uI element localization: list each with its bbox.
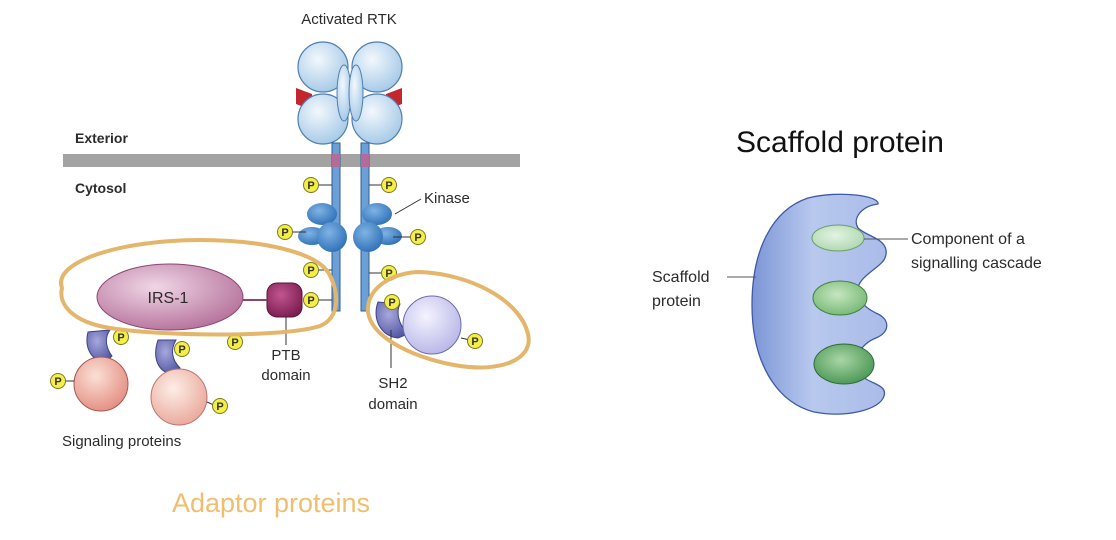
scaffold-title: Scaffold protein bbox=[736, 126, 944, 159]
phospho-p-receptor-4: P bbox=[410, 229, 426, 245]
svg-text:P: P bbox=[307, 295, 314, 307]
cascade-component-3 bbox=[813, 343, 875, 385]
signaling-proteins-label: Signaling proteins bbox=[62, 433, 181, 450]
ptb-label-line2: domain bbox=[261, 367, 310, 384]
signaling-protein-1 bbox=[64, 329, 129, 412]
cascade-component-1 bbox=[811, 224, 865, 252]
phospho-p-receptor-6: P bbox=[381, 265, 397, 281]
svg-text:P: P bbox=[231, 337, 238, 349]
svg-text:P: P bbox=[216, 401, 223, 413]
svg-text:P: P bbox=[385, 268, 392, 280]
svg-text:P: P bbox=[281, 227, 288, 239]
scaffold-label-line2: protein bbox=[652, 293, 701, 310]
svg-text:P: P bbox=[178, 344, 185, 356]
sh2-label-line2: domain bbox=[368, 396, 417, 413]
svg-text:P: P bbox=[307, 180, 314, 192]
svg-text:P: P bbox=[388, 297, 395, 309]
highlight-outline-sh2 bbox=[365, 270, 531, 370]
svg-text:P: P bbox=[414, 232, 421, 244]
phospho-p-irs1-3: P bbox=[227, 334, 243, 350]
svg-text:P: P bbox=[385, 180, 392, 192]
phospho-p-sh2: P bbox=[384, 294, 400, 310]
plasma-membrane bbox=[63, 154, 520, 167]
svg-text:P: P bbox=[117, 332, 124, 344]
svg-text:P: P bbox=[54, 376, 61, 388]
svg-text:P: P bbox=[471, 336, 478, 348]
phospho-p-signaling-2: P bbox=[212, 398, 228, 414]
signaling-protein-2 bbox=[150, 339, 215, 426]
phospho-p-receptor-2: P bbox=[381, 177, 397, 193]
phospho-p-receptor-3: P bbox=[277, 224, 293, 240]
kinase-label: Kinase bbox=[424, 190, 470, 207]
sh2-adaptor-protein bbox=[375, 295, 471, 355]
phospho-p-irs1-2: P bbox=[174, 341, 190, 357]
scaffold-protein-figure: Scaffold protein Component of a signalli… bbox=[652, 126, 1042, 415]
adaptor-proteins-caption: Adaptor proteins bbox=[172, 488, 370, 518]
phospho-p-signaling-1: P bbox=[50, 373, 66, 389]
scaffold-label-line1: Scaffold bbox=[652, 269, 710, 286]
sh2-label-line1: SH2 bbox=[378, 375, 407, 392]
phospho-p-receptor-5: P bbox=[303, 262, 319, 278]
ptb-domain bbox=[266, 282, 303, 318]
ptb-label-line1: PTB bbox=[271, 347, 300, 364]
exterior-label: Exterior bbox=[75, 130, 128, 146]
rtk-extracellular-domain bbox=[296, 41, 403, 145]
phospho-p-irs1-1: P bbox=[113, 329, 129, 345]
phospho-p-ptb: P bbox=[303, 292, 319, 308]
highlight-outline-irs1 bbox=[59, 238, 339, 337]
component-label-line2: signalling cascade bbox=[911, 255, 1042, 272]
cascade-component-2 bbox=[812, 280, 868, 316]
irs1-label: IRS-1 bbox=[148, 290, 189, 307]
irs1-protein bbox=[96, 263, 303, 331]
adaptor-protein-figure: Activated RTK Exterior Cytosol bbox=[50, 11, 531, 518]
phospho-p-receptor-1: P bbox=[303, 177, 319, 193]
kinase-pointer bbox=[394, 198, 422, 215]
phospho-p-sh2-target: P bbox=[467, 333, 483, 349]
cytosol-label: Cytosol bbox=[75, 180, 126, 196]
kinase-domains bbox=[298, 203, 402, 252]
component-label-line1: Component of a bbox=[911, 231, 1025, 248]
activated-rtk-label: Activated RTK bbox=[301, 11, 397, 28]
svg-text:P: P bbox=[307, 265, 314, 277]
